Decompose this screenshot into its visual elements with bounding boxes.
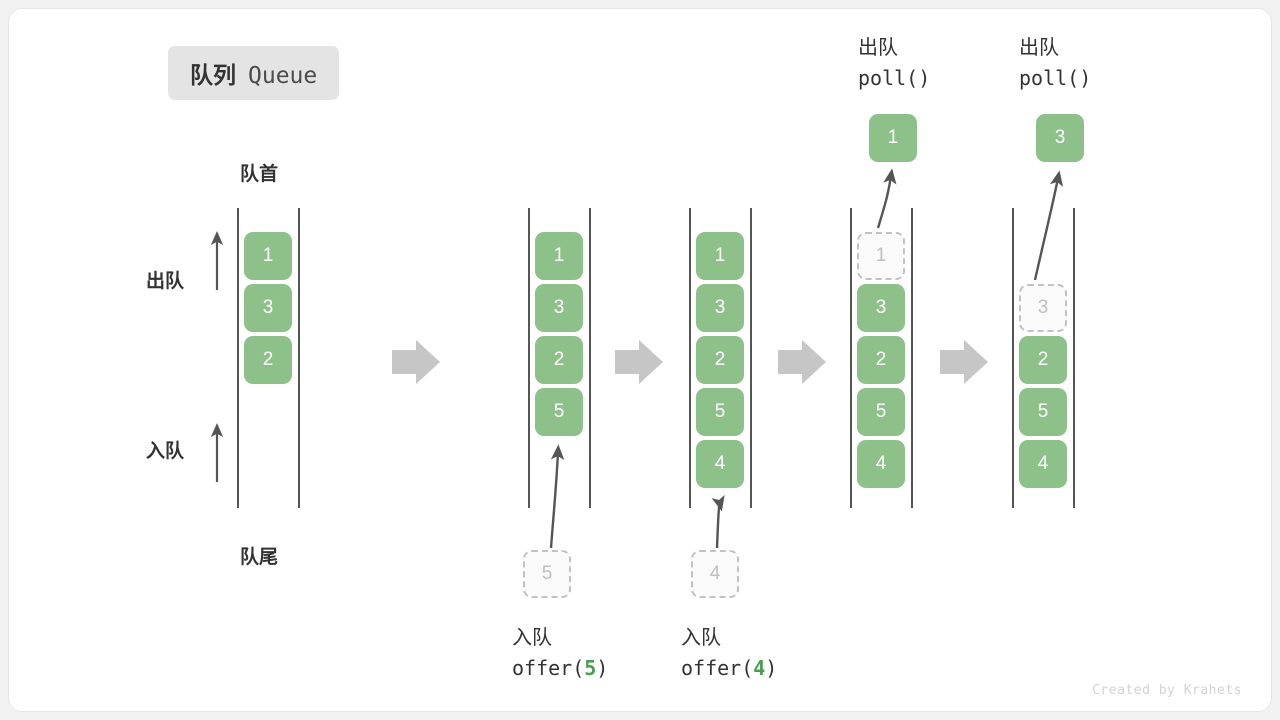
queue-rail-left <box>689 208 691 508</box>
queue-cell: 5 <box>857 388 905 436</box>
queue-cell: 2 <box>535 336 583 384</box>
queue-cell: 2 <box>1019 336 1067 384</box>
dequeue-direction-label: 出队 <box>146 271 185 292</box>
offer-4-label-code: offer(4) <box>681 656 777 680</box>
diagram-card <box>8 8 1272 712</box>
poll-1-label-cn: 出队 <box>858 37 898 59</box>
popped-element-3: 3 <box>1036 114 1084 162</box>
offer-5-code-prefix: offer( <box>512 656 585 680</box>
queue-cell: 3 <box>535 284 583 332</box>
queue-rail-left <box>1012 208 1014 508</box>
diagram-title-badge: 队列 Queue <box>168 46 340 100</box>
offer-4-code-suffix: ) <box>765 656 778 680</box>
queue-cell: 3 <box>857 284 905 332</box>
queue-rail-left <box>850 208 852 508</box>
queue-rail-right <box>1073 208 1075 508</box>
diagram-title-en: Queue <box>248 63 318 89</box>
queue-cell: 3 <box>244 284 292 332</box>
poll-3-label-code: poll() <box>1019 66 1092 90</box>
queue-cell: 3 <box>696 284 744 332</box>
queue-tail-label: 队尾 <box>240 547 279 568</box>
offer-4-label-cn: 入队 <box>681 627 721 649</box>
queue-cell: 1 <box>244 232 292 280</box>
offer-5-arg: 5 <box>584 656 597 680</box>
offer-4-arg: 4 <box>753 656 766 680</box>
diagram-title-cn: 队列 <box>190 62 236 88</box>
queue-rail-left <box>528 208 530 508</box>
incoming-element-4: 4 <box>691 550 739 598</box>
queue-cell: 2 <box>696 336 744 384</box>
queue-rail-left <box>237 208 239 508</box>
queue-cell: 2 <box>857 336 905 384</box>
queue-cell: 4 <box>857 440 905 488</box>
queue-cell-removed: 1 <box>857 232 905 280</box>
offer-5-code-suffix: ) <box>596 656 609 680</box>
queue-cell: 4 <box>1019 440 1067 488</box>
queue-cell: 2 <box>244 336 292 384</box>
queue-rail-right <box>589 208 591 508</box>
queue-rail-right <box>750 208 752 508</box>
queue-cell-removed: 3 <box>1019 284 1067 332</box>
offer-5-label-code: offer(5) <box>512 656 608 680</box>
offer-4-code-prefix: offer( <box>681 656 754 680</box>
queue-rail-right <box>911 208 913 508</box>
queue-cell: 5 <box>535 388 583 436</box>
queue-cell: 5 <box>1019 388 1067 436</box>
queue-rail-right <box>298 208 300 508</box>
poll-3-label-cn: 出队 <box>1019 37 1059 59</box>
queue-cell: 1 <box>535 232 583 280</box>
incoming-element-5: 5 <box>523 550 571 598</box>
queue-cell: 4 <box>696 440 744 488</box>
poll-1-label-code: poll() <box>858 66 931 90</box>
watermark-credit: Created by Krahets <box>1092 683 1242 698</box>
queue-cell: 1 <box>696 232 744 280</box>
popped-element-1: 1 <box>869 114 917 162</box>
offer-5-label-cn: 入队 <box>512 627 552 649</box>
queue-cell: 5 <box>696 388 744 436</box>
queue-head-label: 队首 <box>240 164 279 185</box>
enqueue-direction-label: 入队 <box>146 441 185 462</box>
